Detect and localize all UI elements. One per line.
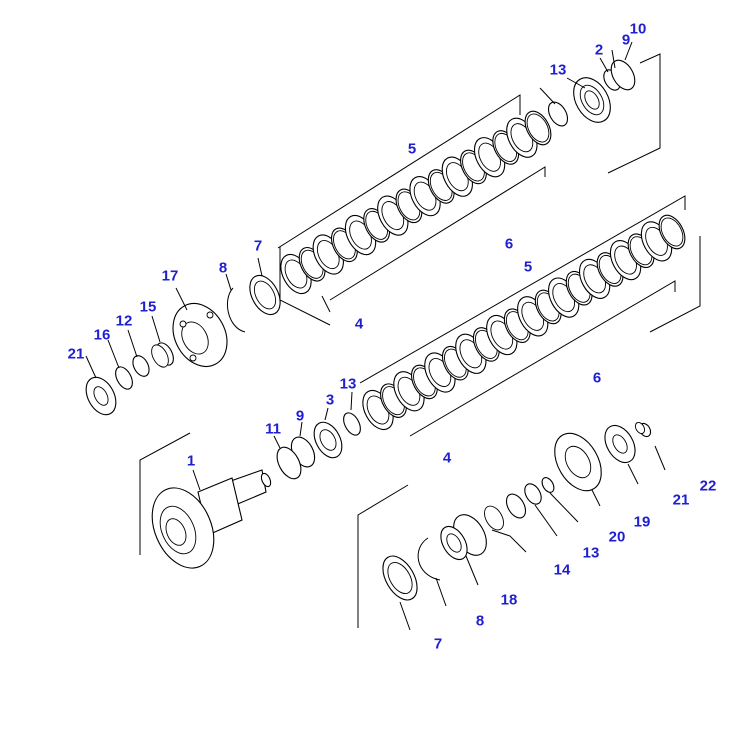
callout-8[interactable]: 8 — [218, 259, 228, 277]
callout-10[interactable]: 10 — [629, 20, 647, 38]
callout-6[interactable]: 6 — [504, 235, 514, 253]
needle-bearing-15 — [151, 342, 174, 368]
callout-5[interactable]: 5 — [523, 258, 533, 276]
upper-clutch-plate-pack — [280, 110, 552, 295]
thrust-washer-7-lower — [382, 555, 418, 601]
callout-18[interactable]: 18 — [500, 591, 518, 609]
small-bolt-22 — [634, 421, 652, 438]
callout-5[interactable]: 5 — [407, 140, 417, 158]
washer-14 — [524, 483, 542, 505]
snap-ring-8-lower — [417, 537, 441, 581]
callout-11[interactable]: 11 — [265, 420, 281, 438]
ring-13-small-upper — [547, 101, 569, 127]
callout-3[interactable]: 3 — [325, 391, 335, 409]
callout-12[interactable]: 12 — [115, 312, 133, 330]
needle-bearing-14 — [484, 493, 527, 531]
callout-17[interactable]: 17 — [161, 267, 179, 285]
leader-lines — [85, 41, 666, 631]
gear-17 — [172, 303, 228, 367]
ring-13-middle — [343, 412, 361, 436]
gear-18 — [440, 514, 487, 561]
callout-13[interactable]: 13 — [339, 375, 357, 393]
output-shaft-1 — [151, 469, 272, 569]
upper-pack-brackets — [277, 94, 546, 301]
callout-19[interactable]: 19 — [633, 513, 651, 531]
callout-15[interactable]: 15 — [139, 298, 157, 316]
callout-14[interactable]: 14 — [553, 561, 571, 579]
ring-9-upper — [610, 59, 636, 91]
callout-13[interactable]: 13 — [582, 544, 600, 562]
callout-13[interactable]: 13 — [549, 61, 567, 79]
ring-11 — [276, 446, 302, 480]
lower-clutch-plate-pack — [362, 214, 686, 431]
callout-21[interactable]: 21 — [672, 491, 690, 509]
bearing-21-left — [85, 376, 117, 416]
callout-4[interactable]: 4 — [354, 315, 364, 333]
callout-6[interactable]: 6 — [592, 369, 602, 387]
ring-16 — [115, 366, 133, 390]
callout-7[interactable]: 7 — [433, 635, 443, 653]
bearing-21-right — [604, 424, 636, 464]
lower-pack-brackets — [359, 195, 686, 437]
callout-2[interactable]: 2 — [594, 41, 604, 59]
callout-9[interactable]: 9 — [295, 407, 305, 425]
callout-1[interactable]: 1 — [186, 452, 196, 470]
lower-plate-bore-19 — [660, 217, 684, 247]
callout-4[interactable]: 4 — [442, 449, 452, 467]
callout-21[interactable]: 21 — [67, 345, 85, 363]
callout-8[interactable]: 8 — [475, 612, 485, 630]
gear-20 — [554, 432, 602, 492]
bearing-3 — [313, 421, 343, 459]
callout-16[interactable]: 16 — [93, 326, 111, 344]
bearing-13-upper — [573, 77, 611, 123]
callout-7[interactable]: 7 — [253, 237, 263, 255]
snap-ring-8-upper — [226, 287, 246, 333]
callout-22[interactable]: 22 — [699, 477, 717, 495]
upper-plate-bore-15 — [526, 113, 550, 143]
callout-20[interactable]: 20 — [608, 528, 626, 546]
callout-9[interactable]: 9 — [621, 31, 631, 49]
ring-13-lower — [541, 477, 555, 493]
thrust-washer-7-upper — [249, 274, 281, 316]
washer-12 — [132, 355, 150, 377]
